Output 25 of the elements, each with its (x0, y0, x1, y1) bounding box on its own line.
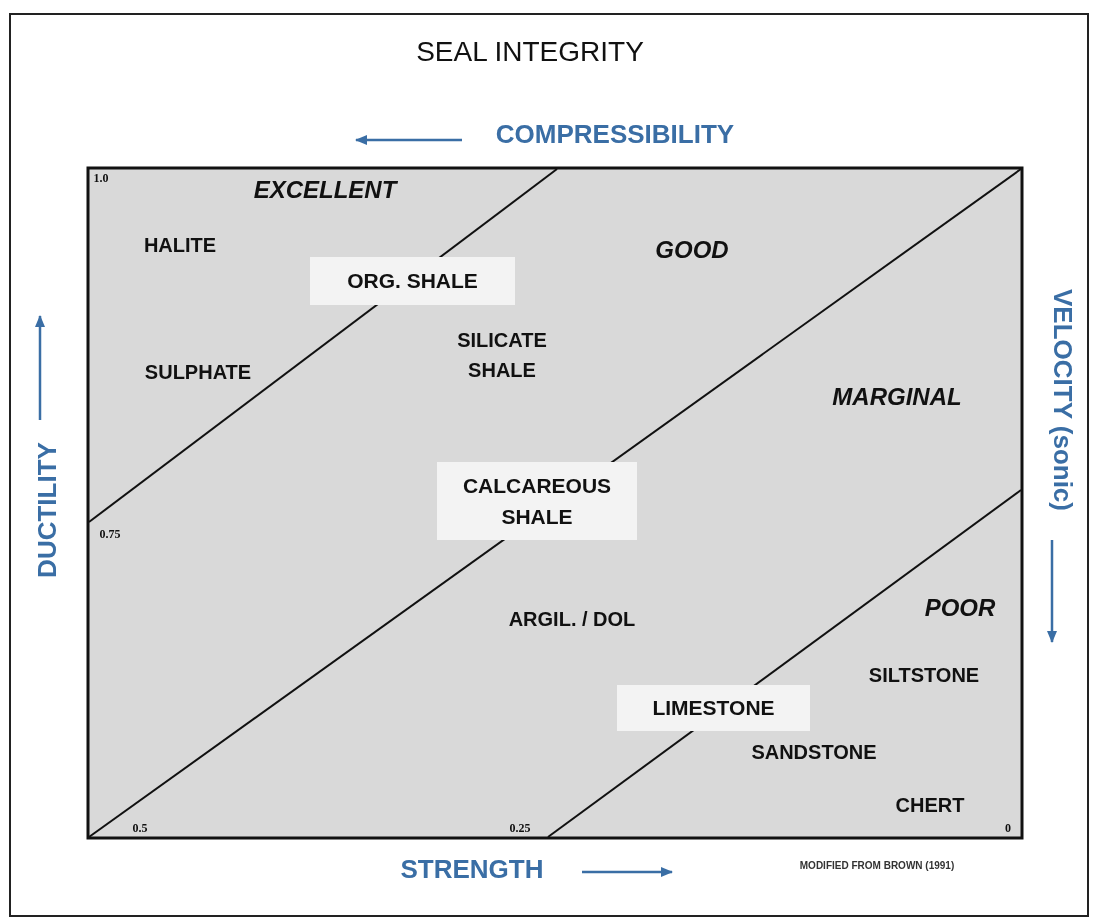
rock-label-box: ORG. SHALE (310, 257, 515, 305)
axis-value: 1.0 (93, 170, 109, 186)
rock-label: SILICATE SHALE (456, 328, 548, 383)
zone-label: POOR (924, 593, 996, 623)
diagram-title: SEAL INTEGRITY (416, 35, 644, 69)
rock-label: CHERT (895, 793, 965, 817)
zone-label: GOOD (655, 235, 729, 265)
rock-label-box: LIMESTONE (617, 685, 810, 731)
zone-label: MARGINAL (832, 382, 962, 412)
rock-label: SULPHATE (144, 360, 252, 384)
rock-label: SILTSTONE (868, 663, 980, 687)
rock-label: ARGIL. / DOL (508, 607, 636, 631)
zone-label: EXCELLENT (253, 175, 397, 205)
axis-value: 0.75 (99, 526, 121, 542)
axis-value: 0.25 (509, 820, 531, 836)
axis-value: 0 (1005, 820, 1011, 836)
axis-value: 0.5 (132, 820, 148, 836)
axis-title: COMPRESSIBILITY (495, 119, 735, 151)
source-note: MODIFIED FROM BROWN (1991) (799, 860, 955, 872)
rock-label: HALITE (143, 233, 217, 257)
axis-title: VELOCITY (sonic) (1046, 289, 1078, 511)
axis-title: DUCTILITY (32, 442, 64, 578)
axis-title: STRENGTH (400, 854, 544, 886)
rock-label-box: CALCAREOUS SHALE (437, 462, 637, 540)
rock-label: SANDSTONE (751, 740, 877, 764)
